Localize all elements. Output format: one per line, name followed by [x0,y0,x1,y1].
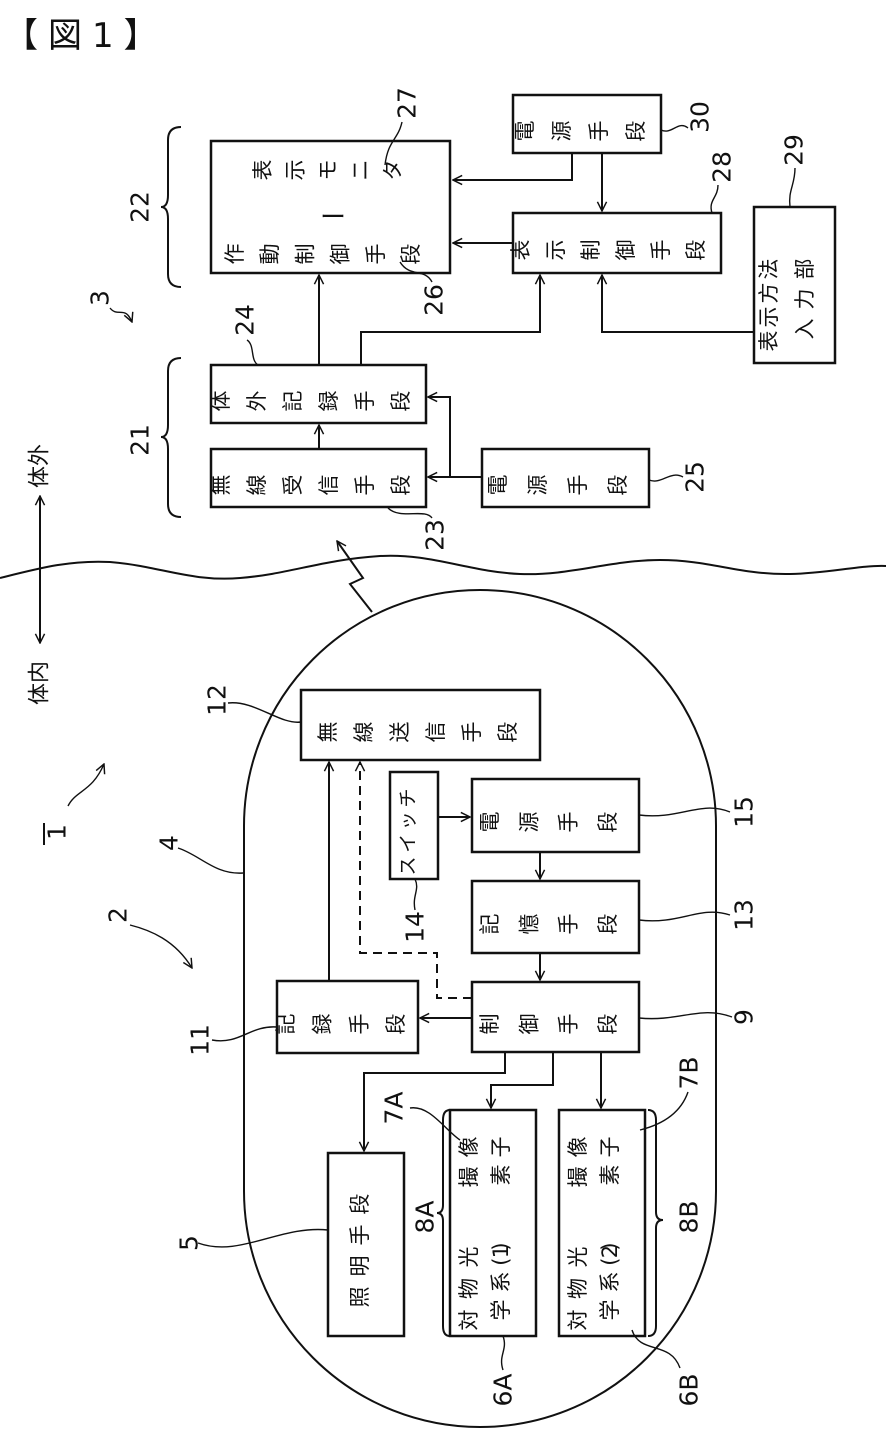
boundary-outside-label: 体外 [28,444,53,488]
ref-numeral-27: 27 [393,87,422,119]
input-to-display-control-arrow [602,275,754,332]
ref-numeral-1: 1 [43,824,72,840]
body-boundary-wavy-line [0,556,886,579]
power-to-recorder-arrow [428,397,450,477]
ref-numeral-4-leader [178,848,243,873]
ref-numeral-30-leader [661,126,688,131]
display-monitor-label-char: 示 [284,160,308,181]
ref-numeral-9: 9 [730,1009,759,1025]
ref-numeral-25: 25 [681,461,710,493]
wireless-signal-icon [337,541,372,612]
display-monitor-label-char: ニ [349,160,373,181]
ref-numeral-12: 12 [203,684,232,716]
ref-numeral-7a: 7A [380,1091,409,1124]
ref-numeral-26: 26 [420,284,449,316]
display-monitor-label-char: モ [316,160,340,181]
ref-numeral-7b: 7B [675,1056,704,1089]
ref-numeral-11: 11 [186,1024,215,1056]
ref-numeral-14-leader [414,879,416,910]
ref-numeral-6a-leader [502,1336,505,1370]
display-method-input-line2: 入力部 [793,259,817,340]
ref-numeral-13: 13 [730,899,759,931]
ref-numeral-29-leader [790,168,795,207]
display-monitor-label-dash: ー [320,203,346,233]
ref-numeral-28-leader [711,185,718,213]
ref-numeral-30: 30 [686,101,715,133]
power-to-monitor-arrow [453,153,572,180]
display-monitor-label-char: 表 [251,160,275,181]
ref-numeral-23-leader [388,508,432,518]
boundary-inside-label: 体内 [28,661,53,705]
ref-numeral-22: 22 [126,191,155,223]
ref-numeral-24: 24 [231,304,260,336]
ref-numeral-2-leader [130,925,192,968]
ref-numeral-28: 28 [708,151,737,183]
ref-numeral-24-leader [247,340,258,365]
ref-numeral-29: 29 [780,134,809,166]
ref-numeral-12-leader [228,703,301,723]
recorder-to-display-control-arrow [361,275,540,365]
receiver-group-brace [161,358,181,517]
display-monitor-label: 表示モニタ [251,160,405,181]
ref-numeral-1-leader [68,764,104,806]
ref-numeral-7b-leader [640,1092,688,1130]
ref-numeral-3-leader [110,308,132,322]
ref-numeral-8a: 8A [411,1200,440,1233]
ref-numeral-15: 15 [730,796,759,828]
ref-numeral-21: 21 [126,424,155,456]
ref-numeral-5-leader [198,1229,328,1246]
ref-numeral-23: 23 [421,519,450,551]
display-monitor-label-char: タ [381,160,405,181]
ref-numeral-9-leader [639,1013,732,1019]
ref-numeral-6b: 6B [675,1373,704,1406]
display-group-brace [161,127,181,287]
controller-to-sensor-a-arrow [491,1052,553,1108]
ref-numeral-14: 14 [401,911,430,943]
ref-numeral-25-leader [649,475,683,481]
imaging-group-b-brace [648,1110,663,1336]
ref-numeral-2: 2 [104,907,133,923]
ref-numeral-3: 3 [86,290,115,306]
ref-numeral-8b: 8B [675,1200,704,1233]
ref-numeral-6a: 6A [489,1373,518,1406]
